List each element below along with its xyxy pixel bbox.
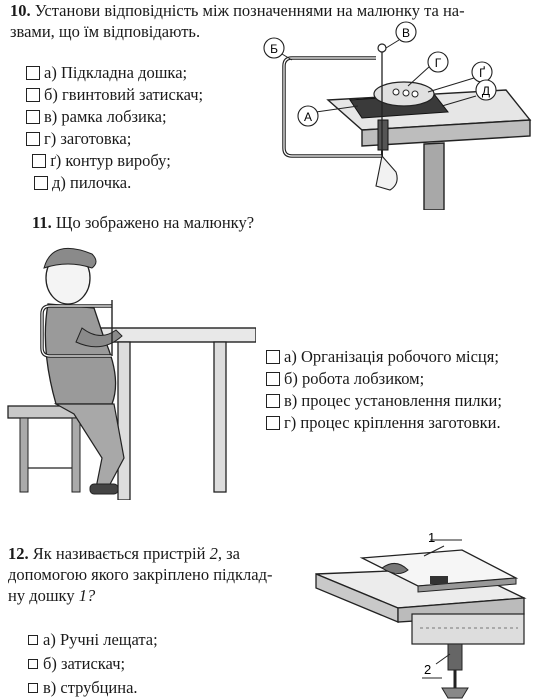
q10-option-v[interactable]: в) рамка лобзика; [26, 106, 203, 128]
student-figure [7, 247, 256, 500]
checkbox[interactable] [26, 88, 40, 102]
figure-label-a: А [304, 110, 312, 124]
question-11-options: а) Організація робочого місця; б) робота… [266, 346, 502, 434]
q10-option-a[interactable]: а) Підкладна дошка; [26, 62, 203, 84]
q10-option-b[interactable]: б) гвинтовий затискач; [26, 84, 203, 106]
checkbox[interactable] [266, 394, 280, 408]
question-10-number: 10. [10, 1, 31, 20]
checkbox[interactable] [266, 350, 280, 364]
checkbox[interactable] [26, 66, 40, 80]
q11-option-b[interactable]: б) робота лобзиком; [266, 368, 502, 390]
question-10-options: а) Підкладна дошка; б) гвинтовий затиска… [26, 62, 203, 194]
checkbox[interactable] [28, 659, 38, 669]
question-11-number: 11. [32, 213, 52, 232]
q11-option-h[interactable]: г) процес кріплення заготовки. [266, 412, 502, 434]
clamp-figure: 1 2 [315, 530, 527, 699]
q10-option-d[interactable]: д) пилочка. [34, 172, 203, 194]
figure-label-2: 2 [424, 662, 431, 677]
board-number: 1? [78, 586, 96, 605]
q10-option-g[interactable]: ґ) контур виробу; [32, 150, 203, 172]
question-11-text: 11. Що зображено на малюнку? [32, 213, 255, 232]
checkbox[interactable] [34, 176, 48, 190]
figure-label-b: Б [270, 42, 278, 56]
figure-label-1: 1 [428, 530, 435, 545]
question-12-number: 12. [8, 544, 29, 563]
q12-option-v[interactable]: в) струбцина. [28, 676, 158, 700]
checkbox[interactable] [266, 416, 280, 430]
checkbox[interactable] [266, 372, 280, 386]
figure-label-v: В [402, 26, 410, 40]
checkbox[interactable] [26, 110, 40, 124]
q11-option-v[interactable]: в) процес установлення пилки; [266, 390, 502, 412]
checkbox[interactable] [28, 635, 38, 645]
checkbox[interactable] [26, 132, 40, 146]
q10-option-h[interactable]: г) заготовка; [26, 128, 203, 150]
question-12-options: а) Ручні лещата; б) затискач; в) струбци… [28, 628, 158, 700]
fretsaw-figure: Б В Г Ґ Д А [263, 21, 532, 210]
question-10-text: 10. Установи відповідність між позначенн… [10, 1, 465, 41]
q11-option-a[interactable]: а) Організація робочого місця; [266, 346, 502, 368]
checkbox[interactable] [32, 154, 46, 168]
figure-label-d: Д [482, 84, 490, 98]
checkbox[interactable] [28, 683, 38, 693]
question-12-text: 12. Як називається пристрій 2, за допомо… [8, 544, 273, 605]
q12-option-b[interactable]: б) затискач; [28, 652, 158, 676]
figure-label-h: Г [435, 56, 442, 70]
figure-label-g: Ґ [479, 65, 485, 80]
q12-option-a[interactable]: а) Ручні лещата; [28, 628, 158, 652]
device-number: 2, [209, 544, 222, 563]
